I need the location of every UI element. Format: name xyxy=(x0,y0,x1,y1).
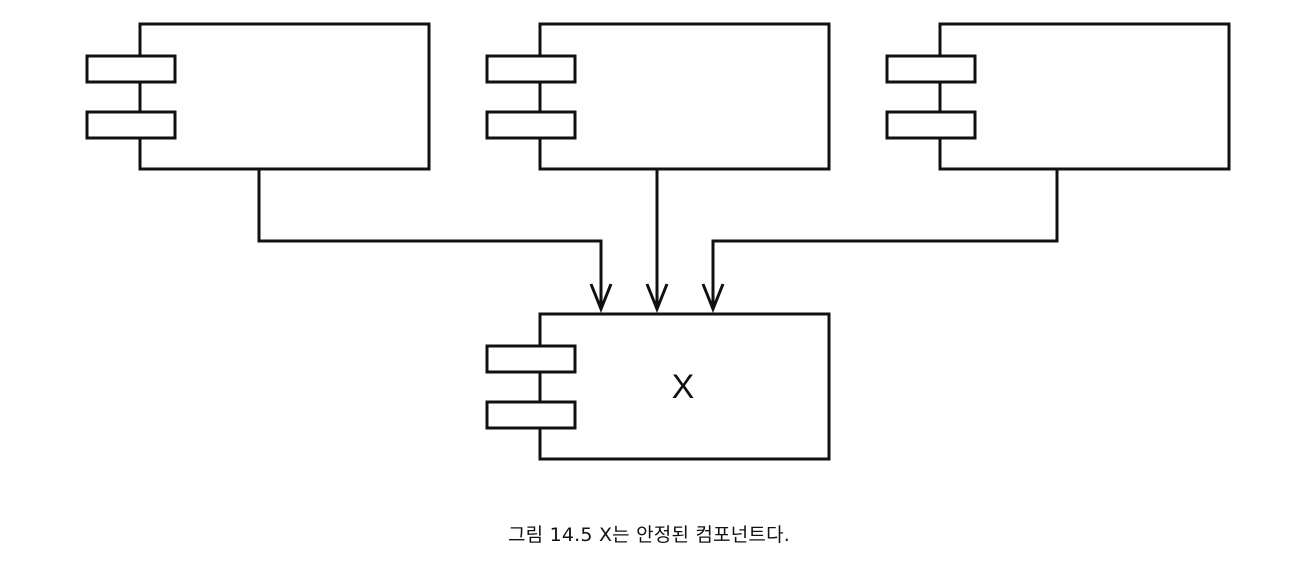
component-box xyxy=(938,22,1231,171)
dependency-arrow-1 xyxy=(257,169,613,314)
component-box xyxy=(538,22,831,171)
component-port-bottom xyxy=(85,110,177,140)
arrowhead-icon xyxy=(589,283,613,314)
component-box xyxy=(538,312,831,461)
component-stable-label: X xyxy=(672,368,695,406)
component-port-bottom xyxy=(485,110,577,140)
component-stable: X xyxy=(485,312,831,461)
dependency-line xyxy=(711,169,1059,306)
component-port-top xyxy=(885,54,977,84)
dependency-line xyxy=(257,169,603,306)
component-port-bottom xyxy=(485,400,577,430)
component-dependent-2 xyxy=(485,22,831,171)
figure-caption: 그림 14.5 X는 안정된 컴포넌트다. xyxy=(508,524,790,546)
component-dependent-3 xyxy=(885,22,1231,171)
component-port-top xyxy=(485,54,577,84)
arrowhead-icon xyxy=(701,283,725,314)
component-port-top xyxy=(85,54,177,84)
dependency-arrow-2 xyxy=(645,169,669,314)
arrowhead-icon xyxy=(645,283,669,314)
component-diagram: X xyxy=(85,22,1231,461)
component-port-bottom xyxy=(885,110,977,140)
component-port-top xyxy=(485,344,577,374)
component-box xyxy=(138,22,431,171)
dependency-arrow-3 xyxy=(701,169,1059,314)
component-dependent-1 xyxy=(85,22,431,171)
